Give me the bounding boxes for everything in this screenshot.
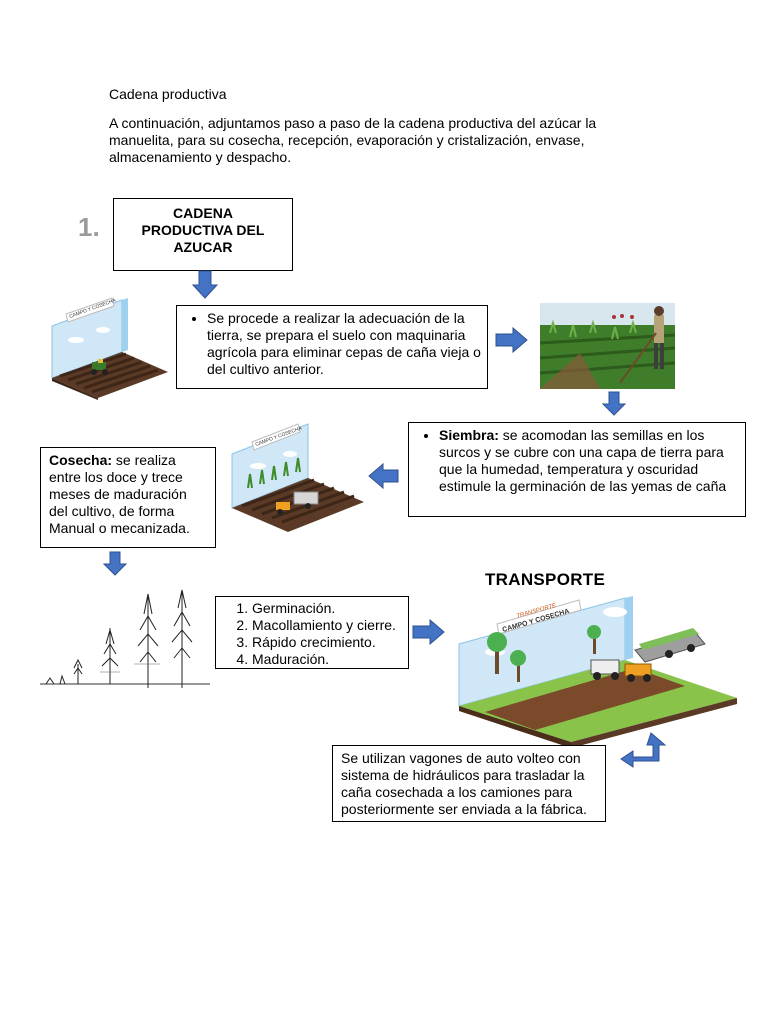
growth-stage-item: Macollamiento y cierre. <box>252 617 404 634</box>
sowing-text: se acomodan las semillas en los surcos y… <box>439 427 727 494</box>
sowing-label: Siembra: <box>439 427 499 443</box>
sowing-box: Siembra: se acomodan las semillas en los… <box>408 422 746 517</box>
growth-stage-item: Rápido crecimiento. <box>252 634 404 651</box>
arrow-down-icon <box>601 391 627 416</box>
growth-stages-drawing <box>40 589 210 688</box>
page-heading: Cadena productiva <box>109 86 227 102</box>
intro-paragraph: A continuación, adjuntamos paso a paso d… <box>109 115 597 165</box>
arrow-down-icon <box>102 551 128 576</box>
arrow-left-icon <box>368 462 399 490</box>
preparation-text: Se procede a realizar la adecuación de l… <box>207 310 481 378</box>
transport-box: Se utilizan vagones de auto volteo con s… <box>332 745 606 822</box>
uturn-arrow-icon <box>620 732 667 768</box>
transport-text: Se utilizan vagones de auto volteo con s… <box>341 750 587 817</box>
growth-stage-item: Maduración. <box>252 651 404 668</box>
harvest-text: se realiza entre los doce y trece meses … <box>49 452 190 536</box>
title-line-1: CADENA <box>173 205 233 221</box>
growth-stages-box: Germinación. Macollamiento y cierre. Ráp… <box>215 596 409 669</box>
growth-stage-item: Germinación. <box>252 600 404 617</box>
harvest-label: Cosecha: <box>49 452 113 468</box>
cane-field-photo <box>539 303 676 389</box>
harvest-illustration: CAMPO Y COSECHA <box>231 423 364 532</box>
arrow-right-icon <box>412 618 445 646</box>
arrow-down-icon <box>191 270 219 299</box>
harvest-box: Cosecha: se realiza entre los doce y tre… <box>40 447 216 548</box>
transport-title: TRANSPORTE <box>485 570 606 589</box>
arrow-right-icon <box>495 326 528 354</box>
title-box: CADENA PRODUCTIVA DEL AZUCAR <box>113 198 293 271</box>
step-number: 1. <box>78 212 100 242</box>
transport-illustration: TRANSPORTE CAMPO Y COSECHA <box>458 596 737 748</box>
title-line-3: AZUCAR <box>173 239 233 255</box>
field-preparation-image: CAMPO Y COSECHA <box>51 297 168 400</box>
title-line-2: PRODUCTIVA DEL <box>141 222 265 238</box>
preparation-box: Se procede a realizar la adecuación de l… <box>176 305 488 389</box>
